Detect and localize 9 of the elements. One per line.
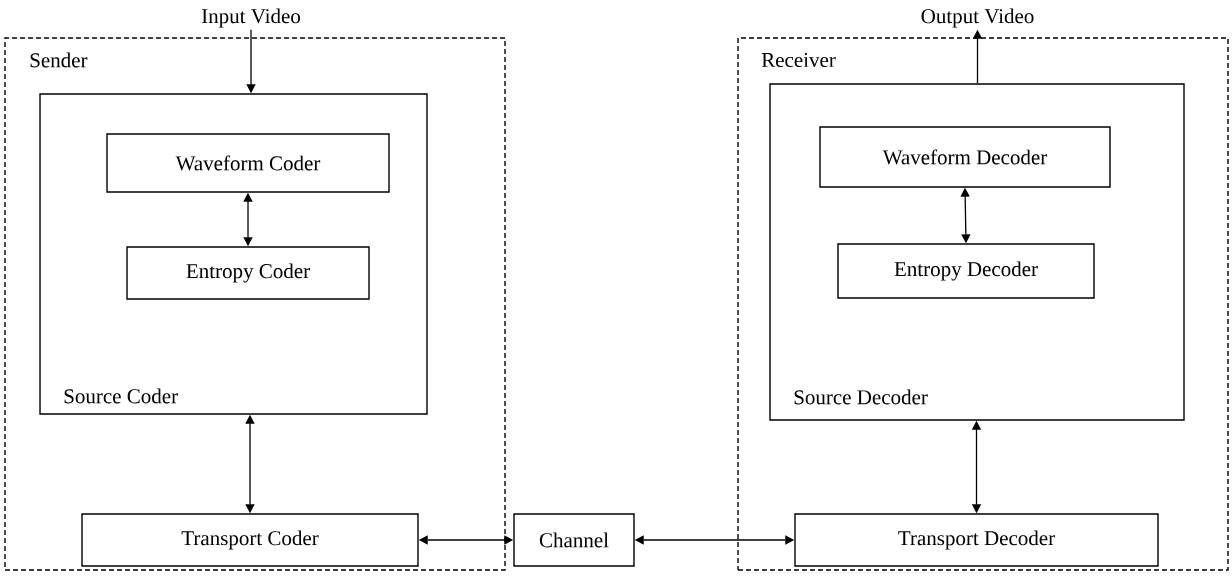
process-box: Waveform Decoder: [819, 126, 1111, 188]
process-box: Transport Decoder: [794, 513, 1159, 567]
process-box: Entropy Coder: [126, 246, 370, 300]
process-box: Waveform Coder: [106, 133, 390, 193]
process-box: Channel: [513, 513, 635, 567]
process-box: Transport Coder: [81, 513, 419, 567]
process-box: Entropy Decoder: [837, 243, 1095, 299]
output-label: Output Video: [921, 8, 1034, 28]
input-label: Input Video: [201, 8, 301, 28]
